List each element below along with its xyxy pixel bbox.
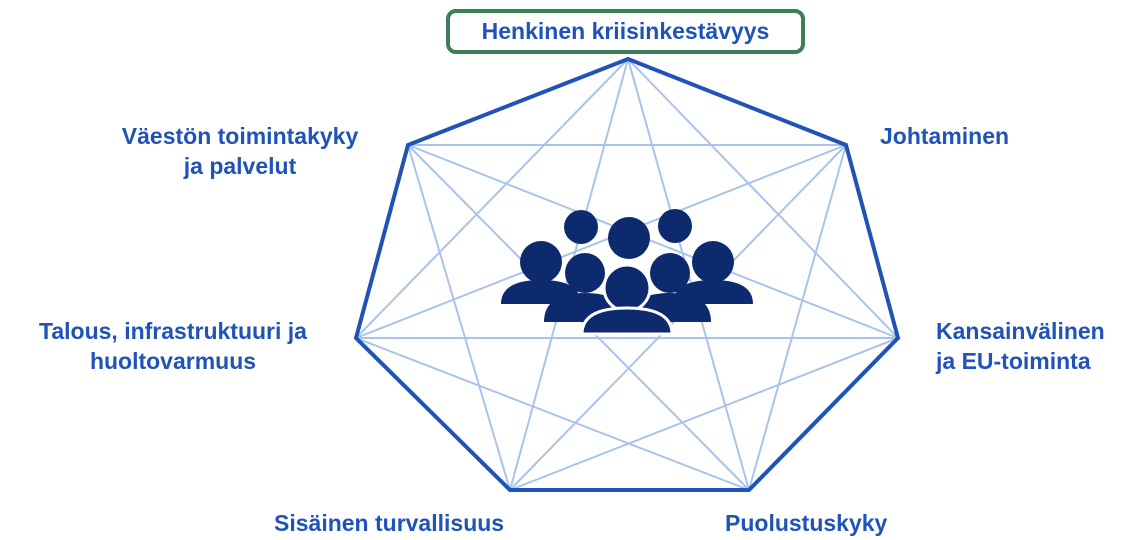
label-talous-line-1: Talous, infrastruktuuri ja <box>39 318 307 344</box>
label-talous: Talous, infrastruktuuri ja huoltovarmuus <box>13 316 333 376</box>
label-henkinen-kriisinkestavyys: Henkinen kriisinkestävyys <box>446 9 805 54</box>
connector-line <box>355 337 750 491</box>
label-vaeston-line-2: ja palvelut <box>183 153 297 179</box>
connector-line <box>407 144 511 491</box>
label-johtaminen: Johtaminen <box>880 123 1010 149</box>
label-vaeston-toimintakyky: Väestön toimintakyky ja palvelut <box>96 121 384 181</box>
label-talous-line-2: huoltovarmuus <box>89 348 257 374</box>
label-puolustuskyky: Puolustuskyky <box>725 510 888 536</box>
label-kansainvalinen-line-2: ja EU-toiminta <box>936 348 1091 374</box>
connector-line <box>509 337 899 491</box>
label-sisainen-turvallisuus: Sisäinen turvallisuus <box>274 510 505 536</box>
connector-line <box>355 58 629 339</box>
label-kansainvalinen-line-1: Kansainvälinen <box>936 318 1105 344</box>
connector-line <box>407 144 899 339</box>
heptagon-outline <box>353 56 901 492</box>
people-group-icon <box>501 209 753 336</box>
connector-line <box>355 144 847 339</box>
connector-line <box>627 58 899 339</box>
label-kansainvalinen: Kansainvälinen ja EU-toiminta <box>936 316 1105 376</box>
label-vaeston-line-1: Väestön toimintakyky <box>121 123 359 149</box>
connector-line <box>748 144 847 491</box>
